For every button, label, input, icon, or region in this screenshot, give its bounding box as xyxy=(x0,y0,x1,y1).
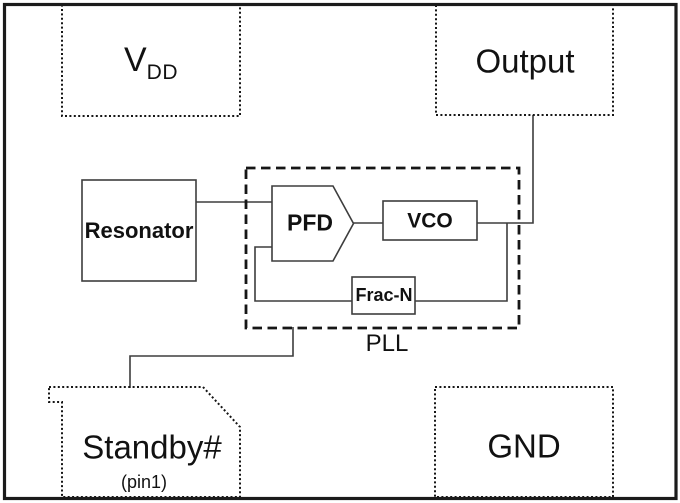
vco-to-output-line xyxy=(477,115,534,224)
resonator-block-box xyxy=(81,179,197,282)
standby-label: Standby# xyxy=(82,428,222,466)
pll-group-label: PLL xyxy=(365,330,409,357)
vdd-label: VDD xyxy=(123,41,178,83)
gnd-label: GND xyxy=(487,427,561,465)
vco-feedback-to-fracn-pfd-line xyxy=(254,223,508,302)
output-label: Output xyxy=(475,42,575,80)
pll-to-standby-line xyxy=(129,327,294,388)
pll-group-box xyxy=(244,166,521,330)
pfd-label: PFD xyxy=(287,209,333,236)
resonator-label: Resonator xyxy=(84,218,194,243)
vdd-label-base: V xyxy=(123,41,147,79)
frac-n-block-box xyxy=(351,276,416,315)
vdd-label-subscript: DD xyxy=(146,61,179,84)
vco-label: VCO xyxy=(407,209,453,233)
standby-pad-box xyxy=(48,386,241,498)
vco-block-box xyxy=(382,200,478,241)
gnd-pad-box xyxy=(434,386,614,498)
pfd-block-shape xyxy=(271,185,355,262)
standby-pin-note: (pin1) xyxy=(120,472,168,492)
frac-n-label: Frac-N xyxy=(355,285,413,305)
